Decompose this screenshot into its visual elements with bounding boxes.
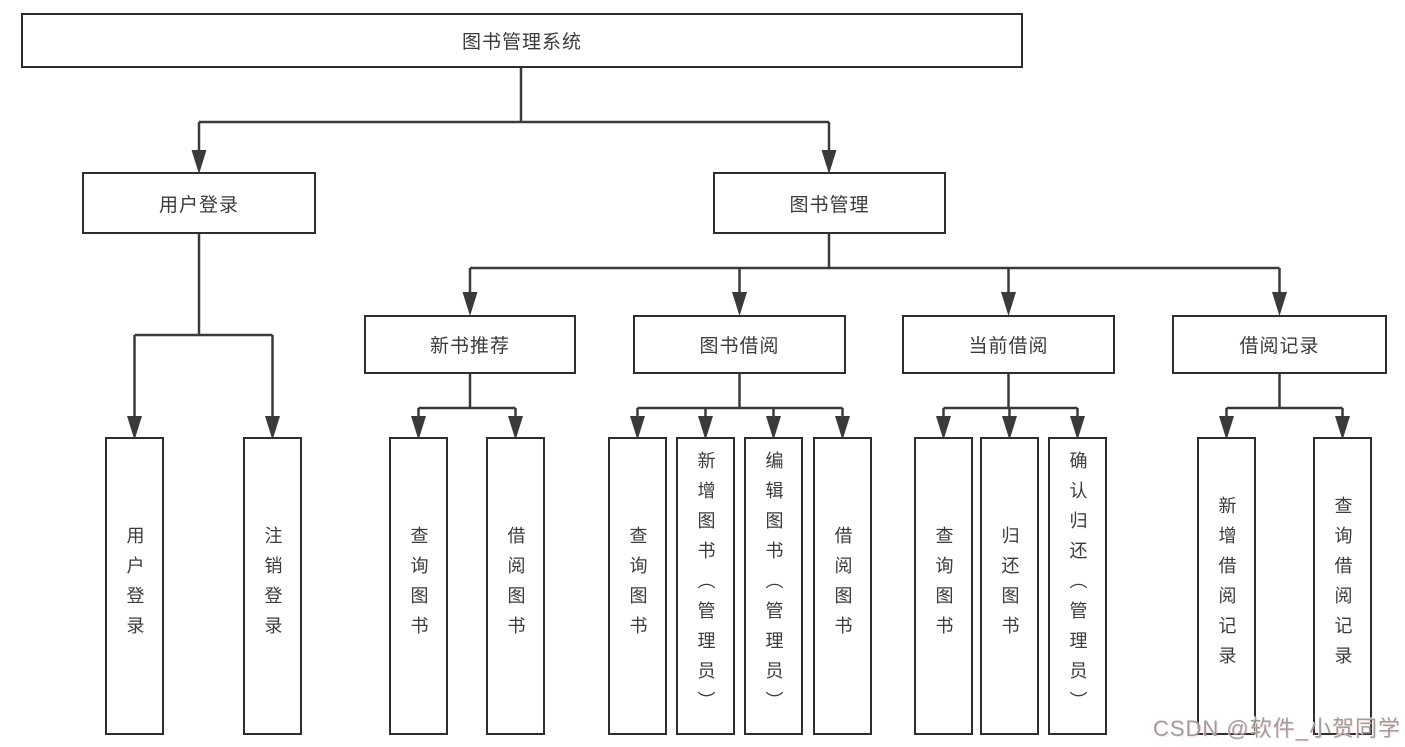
leaf-user-login-label: 用户登录 (124, 526, 145, 646)
connector-lines (133, 68, 1344, 418)
arrow-down-icon (936, 416, 951, 440)
leaf-user-login: 用户登录 (105, 437, 164, 735)
arrow-down-icon (835, 416, 850, 440)
leaf-query-books-2: 查询图书 (608, 437, 667, 735)
arrow-down-icon (265, 416, 280, 440)
arrow-down-icon (191, 150, 207, 174)
arrow-down-icon (1002, 416, 1017, 440)
arrow-down-icon (1335, 416, 1350, 440)
leaf-query-books-2-label: 查询图书 (627, 526, 648, 646)
node-current-borrow-label: 当前借阅 (968, 336, 1049, 357)
node-new-book-recommend: 新书推荐 (364, 315, 576, 374)
arrow-down-icon (732, 292, 747, 316)
leaf-confirm-return-admin-label: 确认归还（管理员） (1067, 451, 1088, 721)
node-user-login-label: 用户登录 (158, 194, 239, 216)
arrow-down-icon (821, 150, 837, 174)
leaf-borrow-books-2: 借阅图书 (813, 437, 872, 735)
leaf-query-books-1: 查询图书 (389, 437, 448, 735)
arrow-down-icon (766, 416, 781, 440)
arrow-down-icon (127, 416, 142, 440)
node-borrow-records: 借阅记录 (1172, 315, 1387, 374)
leaf-edit-book-admin: 编辑图书（管理员） (744, 437, 803, 735)
node-user-login: 用户登录 (82, 172, 316, 234)
leaf-query-books-1-label: 查询图书 (408, 526, 429, 646)
node-book-management-label: 图书管理 (789, 194, 870, 216)
leaf-query-books-3-label: 查询图书 (933, 526, 954, 646)
leaf-add-borrow-record-label: 新增借阅记录 (1216, 496, 1237, 676)
arrow-down-icon (1272, 292, 1287, 316)
leaf-add-borrow-record: 新增借阅记录 (1197, 437, 1256, 735)
arrowhead-icons (127, 150, 1350, 440)
leaf-logout: 注销登录 (243, 437, 302, 735)
node-current-borrow: 当前借阅 (902, 315, 1115, 374)
leaf-borrow-books-2-label: 借阅图书 (832, 526, 853, 646)
leaf-add-book-admin: 新增图书（管理员） (676, 437, 735, 735)
leaf-return-book: 归还图书 (980, 437, 1039, 735)
node-book-management: 图书管理 (713, 172, 946, 234)
leaf-borrow-books-1-label: 借阅图书 (505, 526, 526, 646)
arrow-down-icon (411, 416, 426, 440)
node-book-borrow: 图书借阅 (633, 315, 846, 374)
node-borrow-records-label: 借阅记录 (1239, 336, 1320, 357)
node-root: 图书管理系统 (21, 13, 1023, 68)
arrow-down-icon (508, 416, 523, 440)
arrow-down-icon (1001, 292, 1016, 316)
leaf-query-books-3: 查询图书 (914, 437, 973, 735)
leaf-confirm-return-admin: 确认归还（管理员） (1048, 437, 1107, 735)
node-root-label: 图书管理系统 (461, 32, 582, 53)
node-new-book-recommend-label: 新书推荐 (429, 336, 510, 357)
arrow-down-icon (630, 416, 645, 440)
arrow-down-icon (462, 292, 478, 316)
leaf-borrow-books-1: 借阅图书 (486, 437, 545, 735)
leaf-query-borrow-record-label: 查询借阅记录 (1332, 496, 1353, 676)
leaf-return-book-label: 归还图书 (999, 526, 1020, 646)
leaf-add-book-admin-label: 新增图书（管理员） (695, 451, 716, 721)
arrow-down-icon (698, 416, 713, 440)
csdn-watermark: CSDN @软件_小贺同学 (1152, 716, 1401, 741)
arrow-down-icon (1219, 416, 1234, 440)
leaf-logout-label: 注销登录 (262, 526, 283, 646)
node-book-borrow-label: 图书借阅 (699, 336, 780, 357)
leaf-edit-book-admin-label: 编辑图书（管理员） (763, 451, 784, 721)
arrow-down-icon (1070, 416, 1085, 440)
leaf-query-borrow-record: 查询借阅记录 (1313, 437, 1372, 735)
